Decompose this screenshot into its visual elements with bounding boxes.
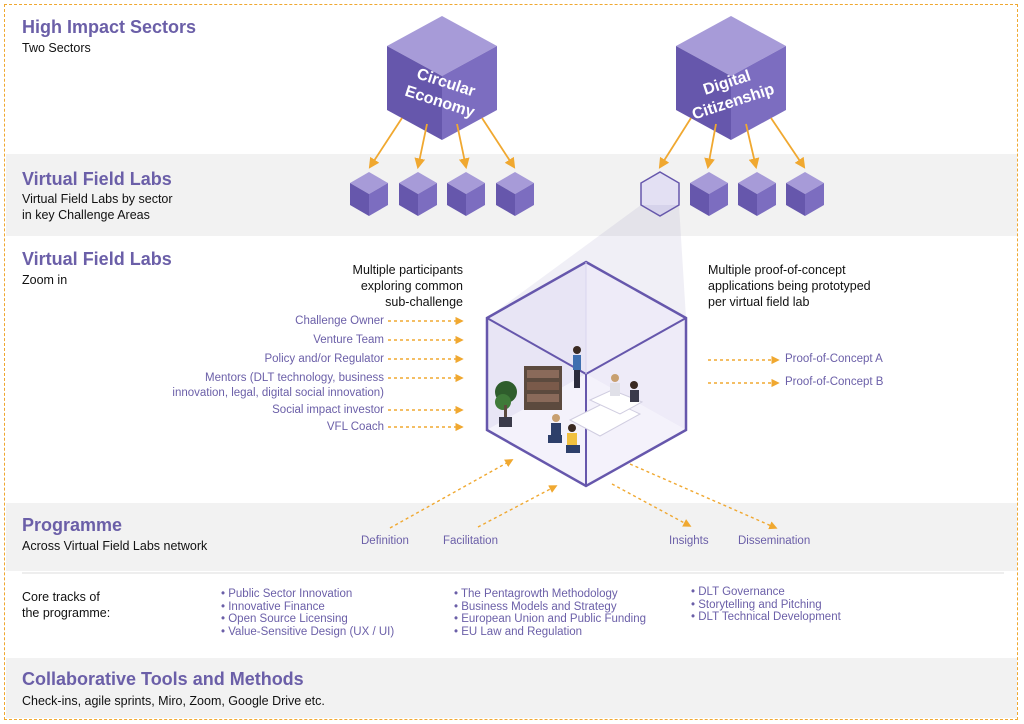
role-label: Venture Team	[313, 334, 384, 346]
role-arrows	[388, 316, 464, 432]
programme-arrows	[389, 459, 778, 530]
track-item: EU Law and Regulation	[454, 626, 646, 639]
dashed-frame	[4, 4, 1018, 720]
participants-heading-line: exploring common	[360, 279, 463, 293]
role-label: Challenge Owner	[295, 315, 384, 327]
programme-stage: Insights	[669, 535, 709, 547]
role-label: VFL Coach	[326, 421, 384, 433]
section-subtitle-vfl-sector-1: Virtual Field Labs by sector	[22, 192, 173, 206]
small-cube-icon	[496, 172, 534, 216]
section-title-vfl-sector: Virtual Field Labs	[22, 169, 172, 189]
participants-heading: Multiple participants exploring common s…	[353, 262, 463, 310]
big-cube-icon	[676, 16, 786, 140]
core-tracks-label-1: Core tracks of	[22, 590, 100, 604]
programme-stage: Definition	[361, 535, 409, 547]
selected-hex-cube	[640, 171, 680, 217]
table-icon	[568, 389, 644, 437]
person-icon	[573, 346, 581, 388]
track-item: Value-Sensitive Design (UX / UI)	[221, 626, 394, 639]
section-title-programme: Programme	[22, 515, 123, 535]
person-icon	[548, 414, 562, 443]
programme-stage: Dissemination	[738, 535, 811, 547]
person-icon	[610, 374, 620, 396]
section-subtitle-programme: Across Virtual Field Labs network	[22, 539, 208, 553]
poc-label: Proof-of-Concept A	[785, 353, 883, 365]
section-title-vfl-zoom: Virtual Field Labs	[22, 249, 172, 269]
section-title-tools: Collaborative Tools and Methods	[22, 669, 304, 689]
track-item: Innovative Finance	[221, 601, 394, 614]
section-subtitle-vfl-zoom: Zoom in	[22, 273, 68, 287]
bookshelf-icon	[524, 366, 562, 410]
track-item: Business Models and Strategy	[454, 601, 646, 614]
section-subtitle-high-impact: Two Sectors	[22, 41, 91, 55]
participants-heading-line: Multiple participants	[352, 263, 463, 277]
role-label: innovation, legal, digital social innova…	[172, 387, 384, 399]
small-cube-icon	[738, 172, 776, 216]
programme-stage: Facilitation	[443, 535, 498, 547]
role-label: Social impact investor	[272, 404, 384, 416]
track-list: The Pentagrowth Methodology Business Mod…	[454, 588, 646, 639]
track-item: The Pentagrowth Methodology	[454, 588, 646, 601]
track-item: Storytelling and Pitching	[691, 599, 841, 612]
role-label: Mentors (DLT technology, business	[205, 372, 384, 384]
poc-heading-line: Multiple proof-of-concept	[708, 263, 846, 277]
core-tracks-label-2: the programme:	[22, 606, 111, 620]
poc-label: Proof-of-Concept B	[785, 376, 884, 388]
participants-heading-line: sub-challenge	[385, 295, 463, 309]
track-item: European Union and Public Funding	[454, 613, 646, 626]
track-item: DLT Governance	[691, 586, 841, 599]
track-item: Open Source Licensing	[221, 613, 394, 626]
section-subtitle-tools: Check-ins, agile sprints, Miro, Zoom, Go…	[22, 694, 325, 708]
plant-icon	[495, 381, 517, 427]
person-icon	[630, 381, 639, 402]
small-cube-icon	[399, 172, 437, 216]
track-item: DLT Technical Development	[691, 611, 841, 624]
sector-arrows	[368, 117, 806, 170]
small-cube-icon	[350, 172, 388, 216]
small-cube-icon	[447, 172, 485, 216]
small-cube-icon	[690, 172, 728, 216]
poc-heading-line: per virtual field lab	[708, 295, 810, 309]
small-cube-icon	[786, 172, 824, 216]
band-tools	[6, 658, 1017, 718]
poc-heading: Multiple proof-of-concept applications b…	[708, 262, 871, 310]
track-item: Public Sector Innovation	[221, 588, 394, 601]
band-programme	[6, 503, 1017, 571]
big-cube-icon	[387, 16, 497, 140]
poc-arrows	[708, 355, 780, 388]
person-icon	[566, 424, 580, 453]
section-subtitle-vfl-sector-2: in key Challenge Areas	[22, 208, 150, 222]
section-title-high-impact: High Impact Sectors	[22, 17, 197, 37]
track-list: Public Sector Innovation Innovative Fina…	[221, 588, 394, 639]
role-label: Policy and/or Regulator	[264, 353, 384, 365]
track-list: DLT Governance Storytelling and Pitching…	[691, 586, 841, 624]
poc-heading-line: applications being prototyped	[708, 279, 871, 293]
